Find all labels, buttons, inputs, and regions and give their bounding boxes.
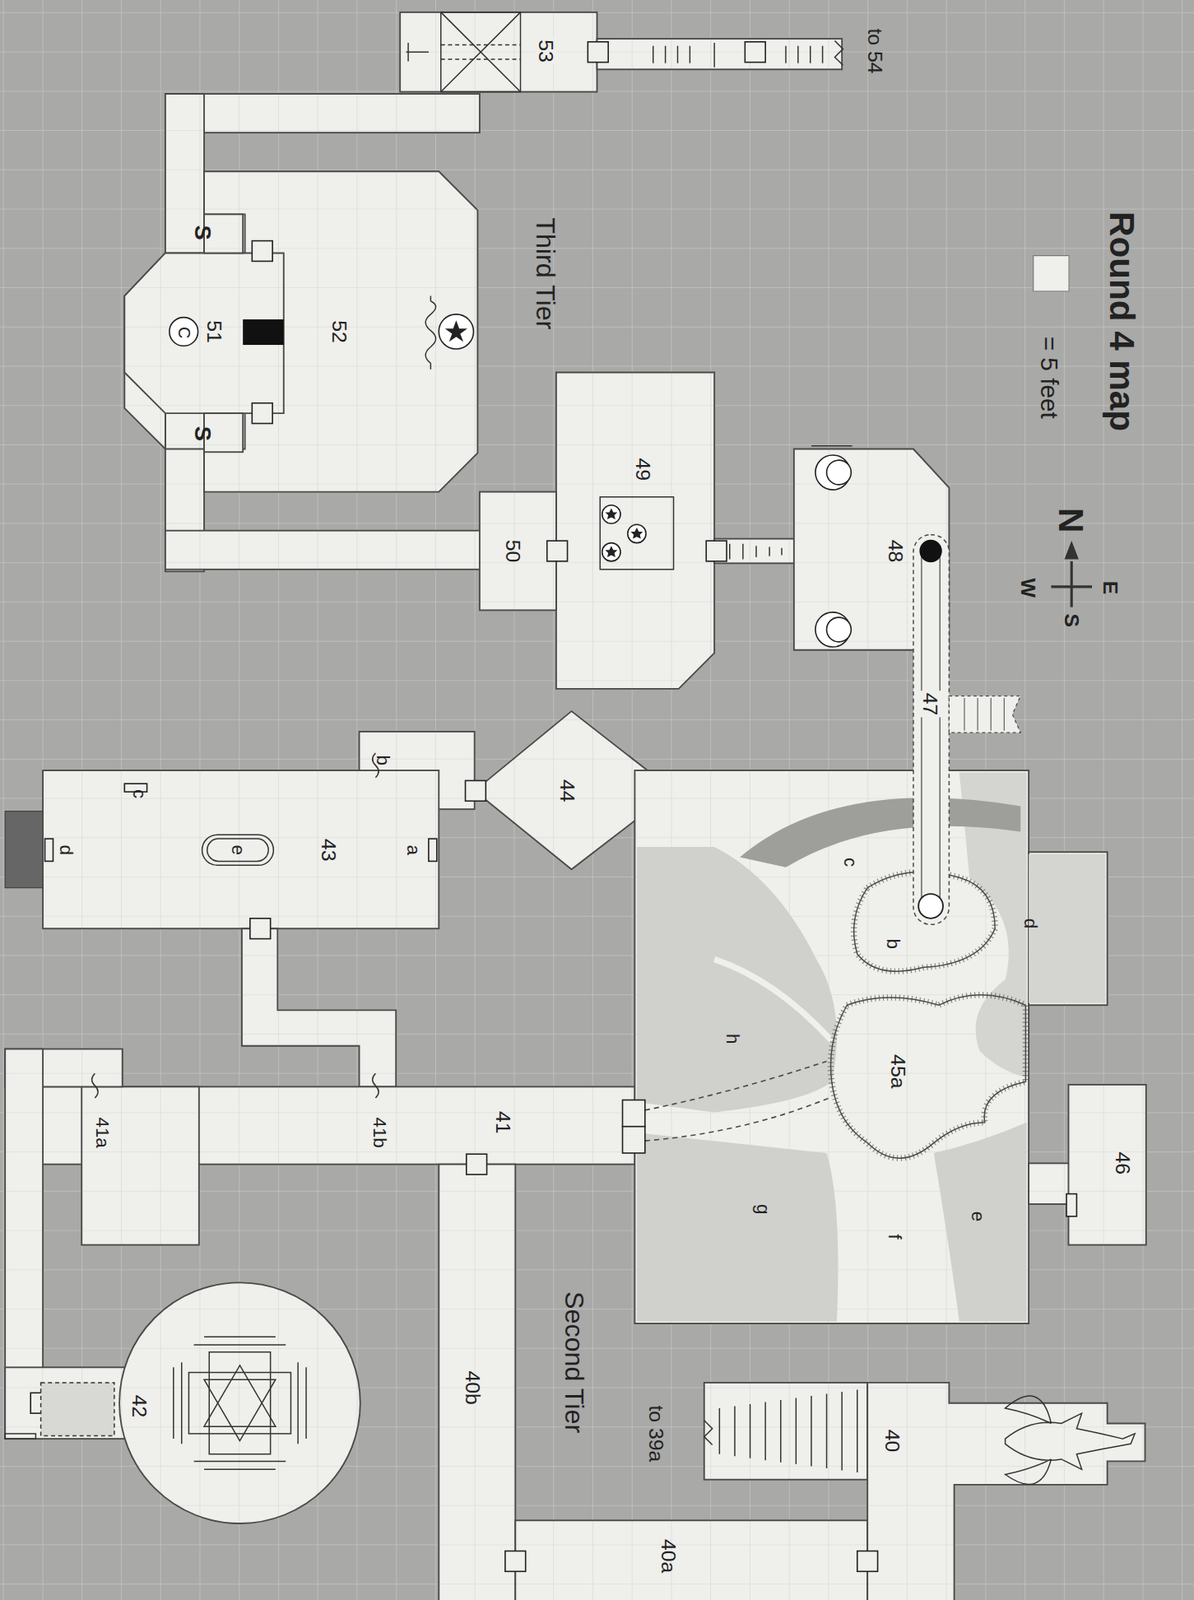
room-label: C — [175, 325, 192, 341]
room-label: 40b — [462, 1368, 484, 1407]
room-label: to 39a — [645, 1403, 667, 1464]
compass-letter: E — [1100, 578, 1121, 597]
legend-text: = 5 feet — [1036, 334, 1062, 421]
room-label: e — [228, 842, 247, 857]
room-label: 51 — [204, 318, 225, 346]
tier-label: Third Tier — [532, 215, 559, 332]
room-label: c — [130, 787, 149, 801]
room-label: 41 — [492, 1109, 514, 1137]
room-label: 41b — [370, 1115, 389, 1150]
room-label: 52 — [329, 318, 351, 346]
room-label: a — [404, 842, 423, 857]
room-label: 47 — [920, 690, 942, 718]
room-label: c — [840, 855, 860, 869]
room-label: 48 — [885, 537, 906, 565]
room-label: 42 — [130, 1392, 151, 1420]
legend-swatch — [1032, 255, 1070, 293]
compass-letter: S — [1061, 611, 1083, 630]
map-title: Round 4 map — [1105, 209, 1140, 434]
room-label: 44 — [557, 777, 578, 805]
room-label: to 54 — [865, 26, 887, 76]
room-label: b — [373, 752, 392, 767]
room-label: e — [968, 1208, 987, 1223]
room-label: 43 — [318, 836, 340, 864]
tier-label: Second Tier — [561, 1289, 588, 1436]
tier-label: N — [1054, 506, 1089, 535]
room-label: b — [883, 936, 902, 951]
room-label: g — [754, 1201, 773, 1216]
room-label: 53 — [535, 37, 557, 66]
compass-letter: W — [1018, 576, 1040, 600]
room-label: 49 — [632, 455, 654, 484]
room-label: 41a — [92, 1115, 112, 1150]
room-label: d — [56, 842, 75, 857]
room-label: S — [190, 423, 214, 443]
room-label: 45a — [887, 1052, 909, 1091]
room-label: 46 — [1112, 1149, 1134, 1177]
room-label: f — [885, 1231, 904, 1241]
room-label: h — [723, 1031, 742, 1046]
room-label: S — [190, 223, 214, 242]
room-label: 50 — [502, 537, 524, 565]
room-label: d — [1021, 915, 1040, 930]
room-label: 40 — [882, 1426, 904, 1455]
room-label: 40a — [658, 1537, 679, 1575]
